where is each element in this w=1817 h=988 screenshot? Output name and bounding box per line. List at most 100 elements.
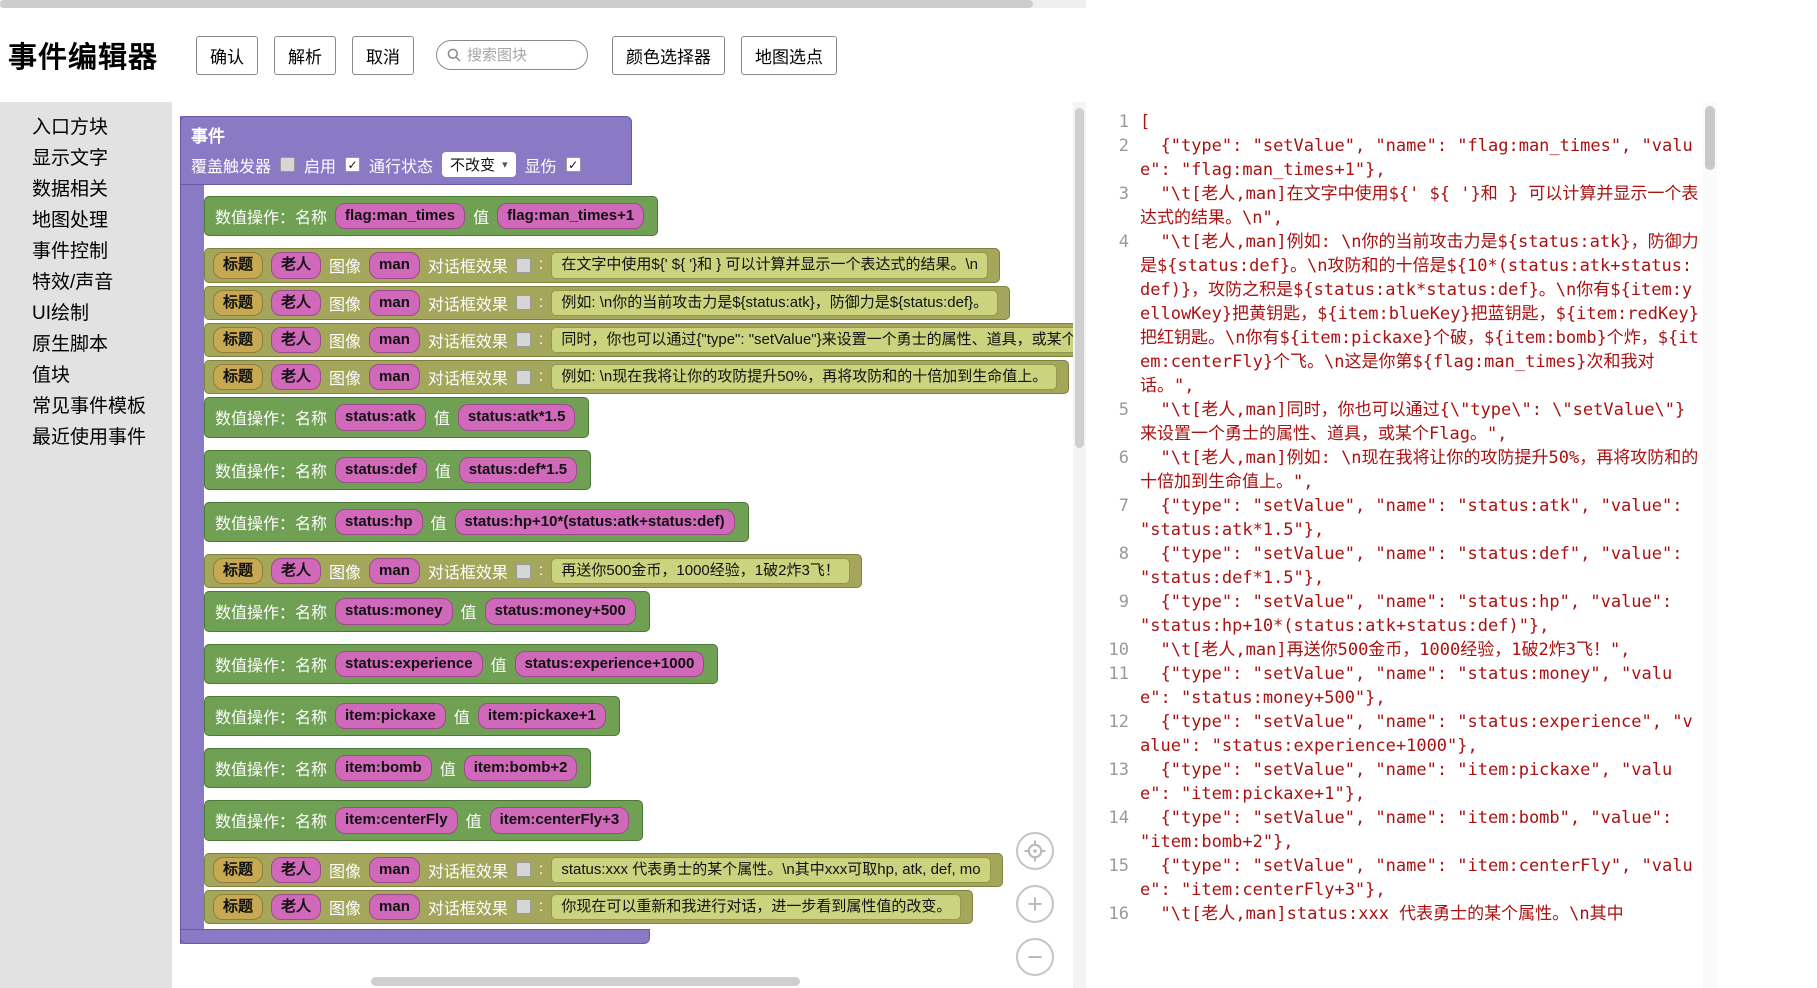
name-field[interactable]: status:def bbox=[335, 456, 427, 483]
sidebar-item[interactable]: 数据相关 bbox=[32, 179, 109, 200]
value-field[interactable]: item:pickaxe+1 bbox=[477, 702, 606, 729]
workspace-vertical-scrollbar[interactable] bbox=[1073, 102, 1086, 988]
dialog-effect-checkbox[interactable] bbox=[515, 563, 531, 579]
value-field[interactable]: status:hp+10*(status:atk+status:def) bbox=[454, 508, 735, 535]
title-field[interactable]: 老人 bbox=[271, 856, 322, 883]
image-field[interactable]: man bbox=[369, 326, 420, 353]
image-field[interactable]: man bbox=[369, 558, 420, 585]
value-field[interactable]: status:experience+1000 bbox=[514, 650, 705, 677]
sidebar-item[interactable]: 最近使用事件 bbox=[32, 427, 147, 448]
sidebar-item[interactable]: 常见事件模板 bbox=[32, 396, 147, 417]
image-field[interactable]: man bbox=[369, 364, 420, 391]
dialog-effect-checkbox[interactable] bbox=[515, 899, 531, 915]
damage-checkbox[interactable]: ✓ bbox=[565, 157, 581, 172]
value-field[interactable]: item:centerFly+3 bbox=[489, 807, 630, 834]
title-field[interactable]: 老人 bbox=[271, 252, 322, 279]
dialog-effect-checkbox[interactable] bbox=[515, 369, 531, 385]
name-field[interactable]: item:centerFly bbox=[335, 807, 458, 834]
dialogue-text-field[interactable]: 例如: \n现在我将让你的攻防提升50%，再将攻防和的十倍加到生命值上。 bbox=[551, 364, 1058, 391]
sidebar-item[interactable]: 事件控制 bbox=[32, 241, 109, 262]
value-field[interactable]: status:def*1.5 bbox=[458, 456, 578, 483]
dialog-effect-checkbox[interactable] bbox=[515, 295, 531, 311]
dialogue-text-field[interactable]: 你现在可以重新和我进行对话，进一步看到属性值的改变。 bbox=[551, 893, 962, 920]
image-field[interactable]: man bbox=[369, 252, 420, 279]
workspace-horizontal-scrollbar[interactable] bbox=[172, 975, 1073, 988]
code-editor-scrollbar-thumb[interactable] bbox=[1705, 106, 1715, 170]
map-pick-button[interactable]: 地图选点 bbox=[741, 35, 838, 75]
value-field[interactable]: status:atk*1.5 bbox=[457, 404, 576, 431]
dialogue-text-field[interactable]: status:xxx 代表勇士的某个属性。\n其中xxx可取hp, atk, d… bbox=[551, 856, 991, 883]
name-field[interactable]: item:pickaxe bbox=[335, 702, 446, 729]
value-field[interactable]: item:bomb+2 bbox=[463, 755, 578, 782]
name-field[interactable]: flag:man_times bbox=[335, 203, 466, 230]
sidebar-item[interactable]: 地图处理 bbox=[32, 210, 109, 231]
zoom-out-button[interactable]: − bbox=[1016, 938, 1054, 976]
image-field[interactable]: man bbox=[369, 856, 420, 883]
code-editor[interactable]: 1[2 {"type": "setValue", "name": "flag:m… bbox=[1086, 102, 1717, 988]
sidebar-item[interactable]: 特效/声音 bbox=[32, 272, 114, 293]
image-label: 图像 bbox=[329, 333, 362, 351]
search-input[interactable] bbox=[467, 46, 578, 64]
image-field[interactable]: man bbox=[369, 289, 420, 316]
pass-state-dropdown[interactable]: 不改变 ▾ bbox=[442, 152, 516, 177]
title-field[interactable]: 老人 bbox=[271, 893, 322, 920]
value-field[interactable]: status:money+500 bbox=[484, 598, 636, 625]
title-field[interactable]: 老人 bbox=[271, 558, 322, 585]
name-field[interactable]: status:atk bbox=[335, 404, 426, 431]
dialogue-text-field[interactable]: 同时，你也可以通过{"type": "setValue"}来设置一个勇士的属性、… bbox=[551, 326, 1086, 353]
cancel-button[interactable]: 取消 bbox=[352, 35, 415, 75]
name-field[interactable]: item:bomb bbox=[335, 755, 432, 782]
code-editor-scrollbar[interactable] bbox=[1703, 102, 1717, 988]
dialogue-text-field[interactable]: 再送你500金币，1000经验，1破2炸3飞！ bbox=[551, 558, 850, 585]
confirm-button[interactable]: 确认 bbox=[196, 35, 259, 75]
zoom-reset-button[interactable] bbox=[1016, 832, 1054, 870]
dialogue-text-field[interactable]: 在文字中使用${' ${ '}和 } 可以计算并显示一个表达式的结果。\n bbox=[551, 252, 988, 279]
zoom-in-button[interactable]: + bbox=[1016, 885, 1054, 923]
color-picker-button[interactable]: 颜色选择器 bbox=[612, 35, 726, 75]
sidebar-item[interactable]: UI绘制 bbox=[32, 303, 90, 324]
name-field[interactable]: status:money bbox=[335, 598, 453, 625]
sidebar-item[interactable]: 原生脚本 bbox=[32, 334, 109, 355]
dialog-effect-checkbox[interactable] bbox=[515, 257, 531, 273]
dialog-effect-checkbox[interactable] bbox=[515, 332, 531, 348]
title-field[interactable]: 老人 bbox=[271, 364, 322, 391]
image-field[interactable]: man bbox=[369, 893, 420, 920]
workspace-vertical-scrollbar-thumb[interactable] bbox=[1075, 108, 1084, 448]
top-horizontal-scrollbar[interactable] bbox=[0, 0, 1086, 8]
sidebar-item[interactable]: 入口方块 bbox=[32, 117, 109, 138]
name-field[interactable]: status:hp bbox=[335, 508, 423, 535]
sidebar-item[interactable]: 值块 bbox=[32, 365, 71, 386]
enable-checkbox[interactable]: ✓ bbox=[345, 157, 361, 172]
top-horizontal-scrollbar-thumb[interactable] bbox=[0, 0, 1033, 8]
dialog-effect-checkbox[interactable] bbox=[515, 862, 531, 878]
override-trigger-checkbox[interactable] bbox=[280, 157, 296, 172]
value-field[interactable]: flag:man_times+1 bbox=[497, 203, 645, 230]
dialogue-text-field[interactable]: 例如: \n你的当前攻击力是${status:atk}，防御力是${status… bbox=[551, 289, 999, 316]
workspace-horizontal-scrollbar-thumb[interactable] bbox=[371, 977, 800, 986]
event-block-header[interactable]: 事件 覆盖触发器 启用 ✓ 通行状态 不改变 ▾ 显伤 ✓ bbox=[180, 116, 632, 185]
title-field[interactable]: 老人 bbox=[271, 326, 322, 353]
parse-button[interactable]: 解析 bbox=[274, 35, 337, 75]
name-field[interactable]: status:experience bbox=[335, 650, 483, 677]
title-field[interactable]: 老人 bbox=[271, 289, 322, 316]
sidebar-item[interactable]: 显示文字 bbox=[32, 148, 109, 169]
search-box[interactable] bbox=[436, 40, 589, 70]
